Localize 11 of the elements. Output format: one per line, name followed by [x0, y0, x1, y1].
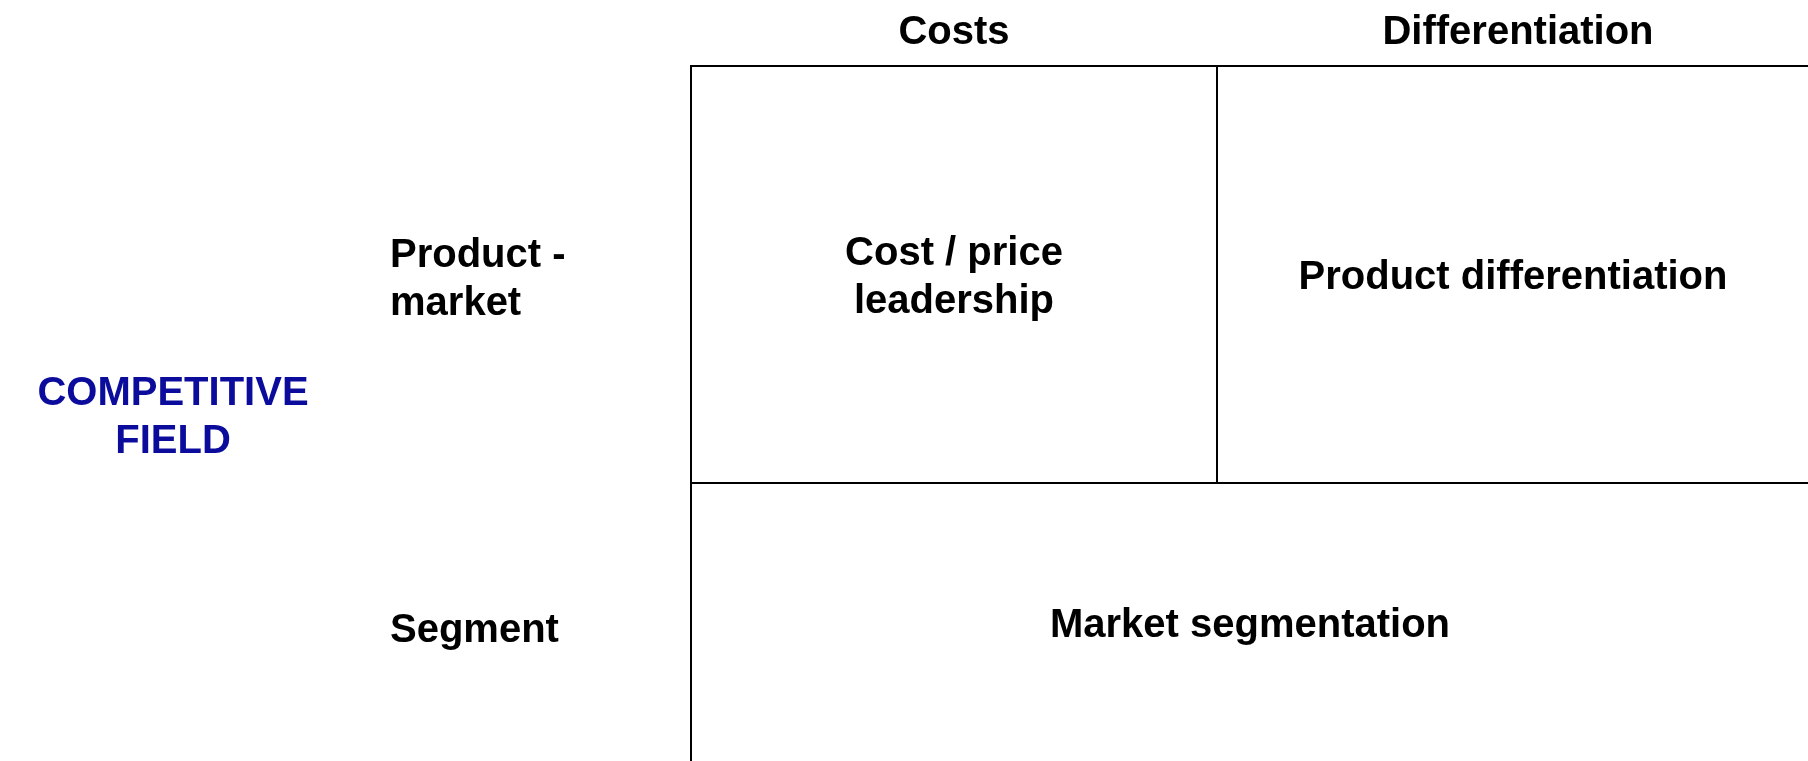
cell-text: Product differentiation: [1298, 251, 1728, 299]
row-heading: Segment: [390, 605, 559, 652]
column-heading: Costs: [898, 7, 1010, 54]
cell-text: Cost / price leadership: [844, 227, 1064, 323]
cell-text: Market segmentation: [1049, 599, 1451, 647]
matrix-cell: [690, 482, 1808, 761]
matrix-cell: [690, 65, 1216, 482]
column-heading: Differentiation: [1382, 7, 1654, 54]
row-heading: Product - market: [390, 230, 567, 325]
matrix-cell: [1216, 65, 1808, 482]
axis-title: COMPETITIVE FIELD: [36, 368, 310, 463]
